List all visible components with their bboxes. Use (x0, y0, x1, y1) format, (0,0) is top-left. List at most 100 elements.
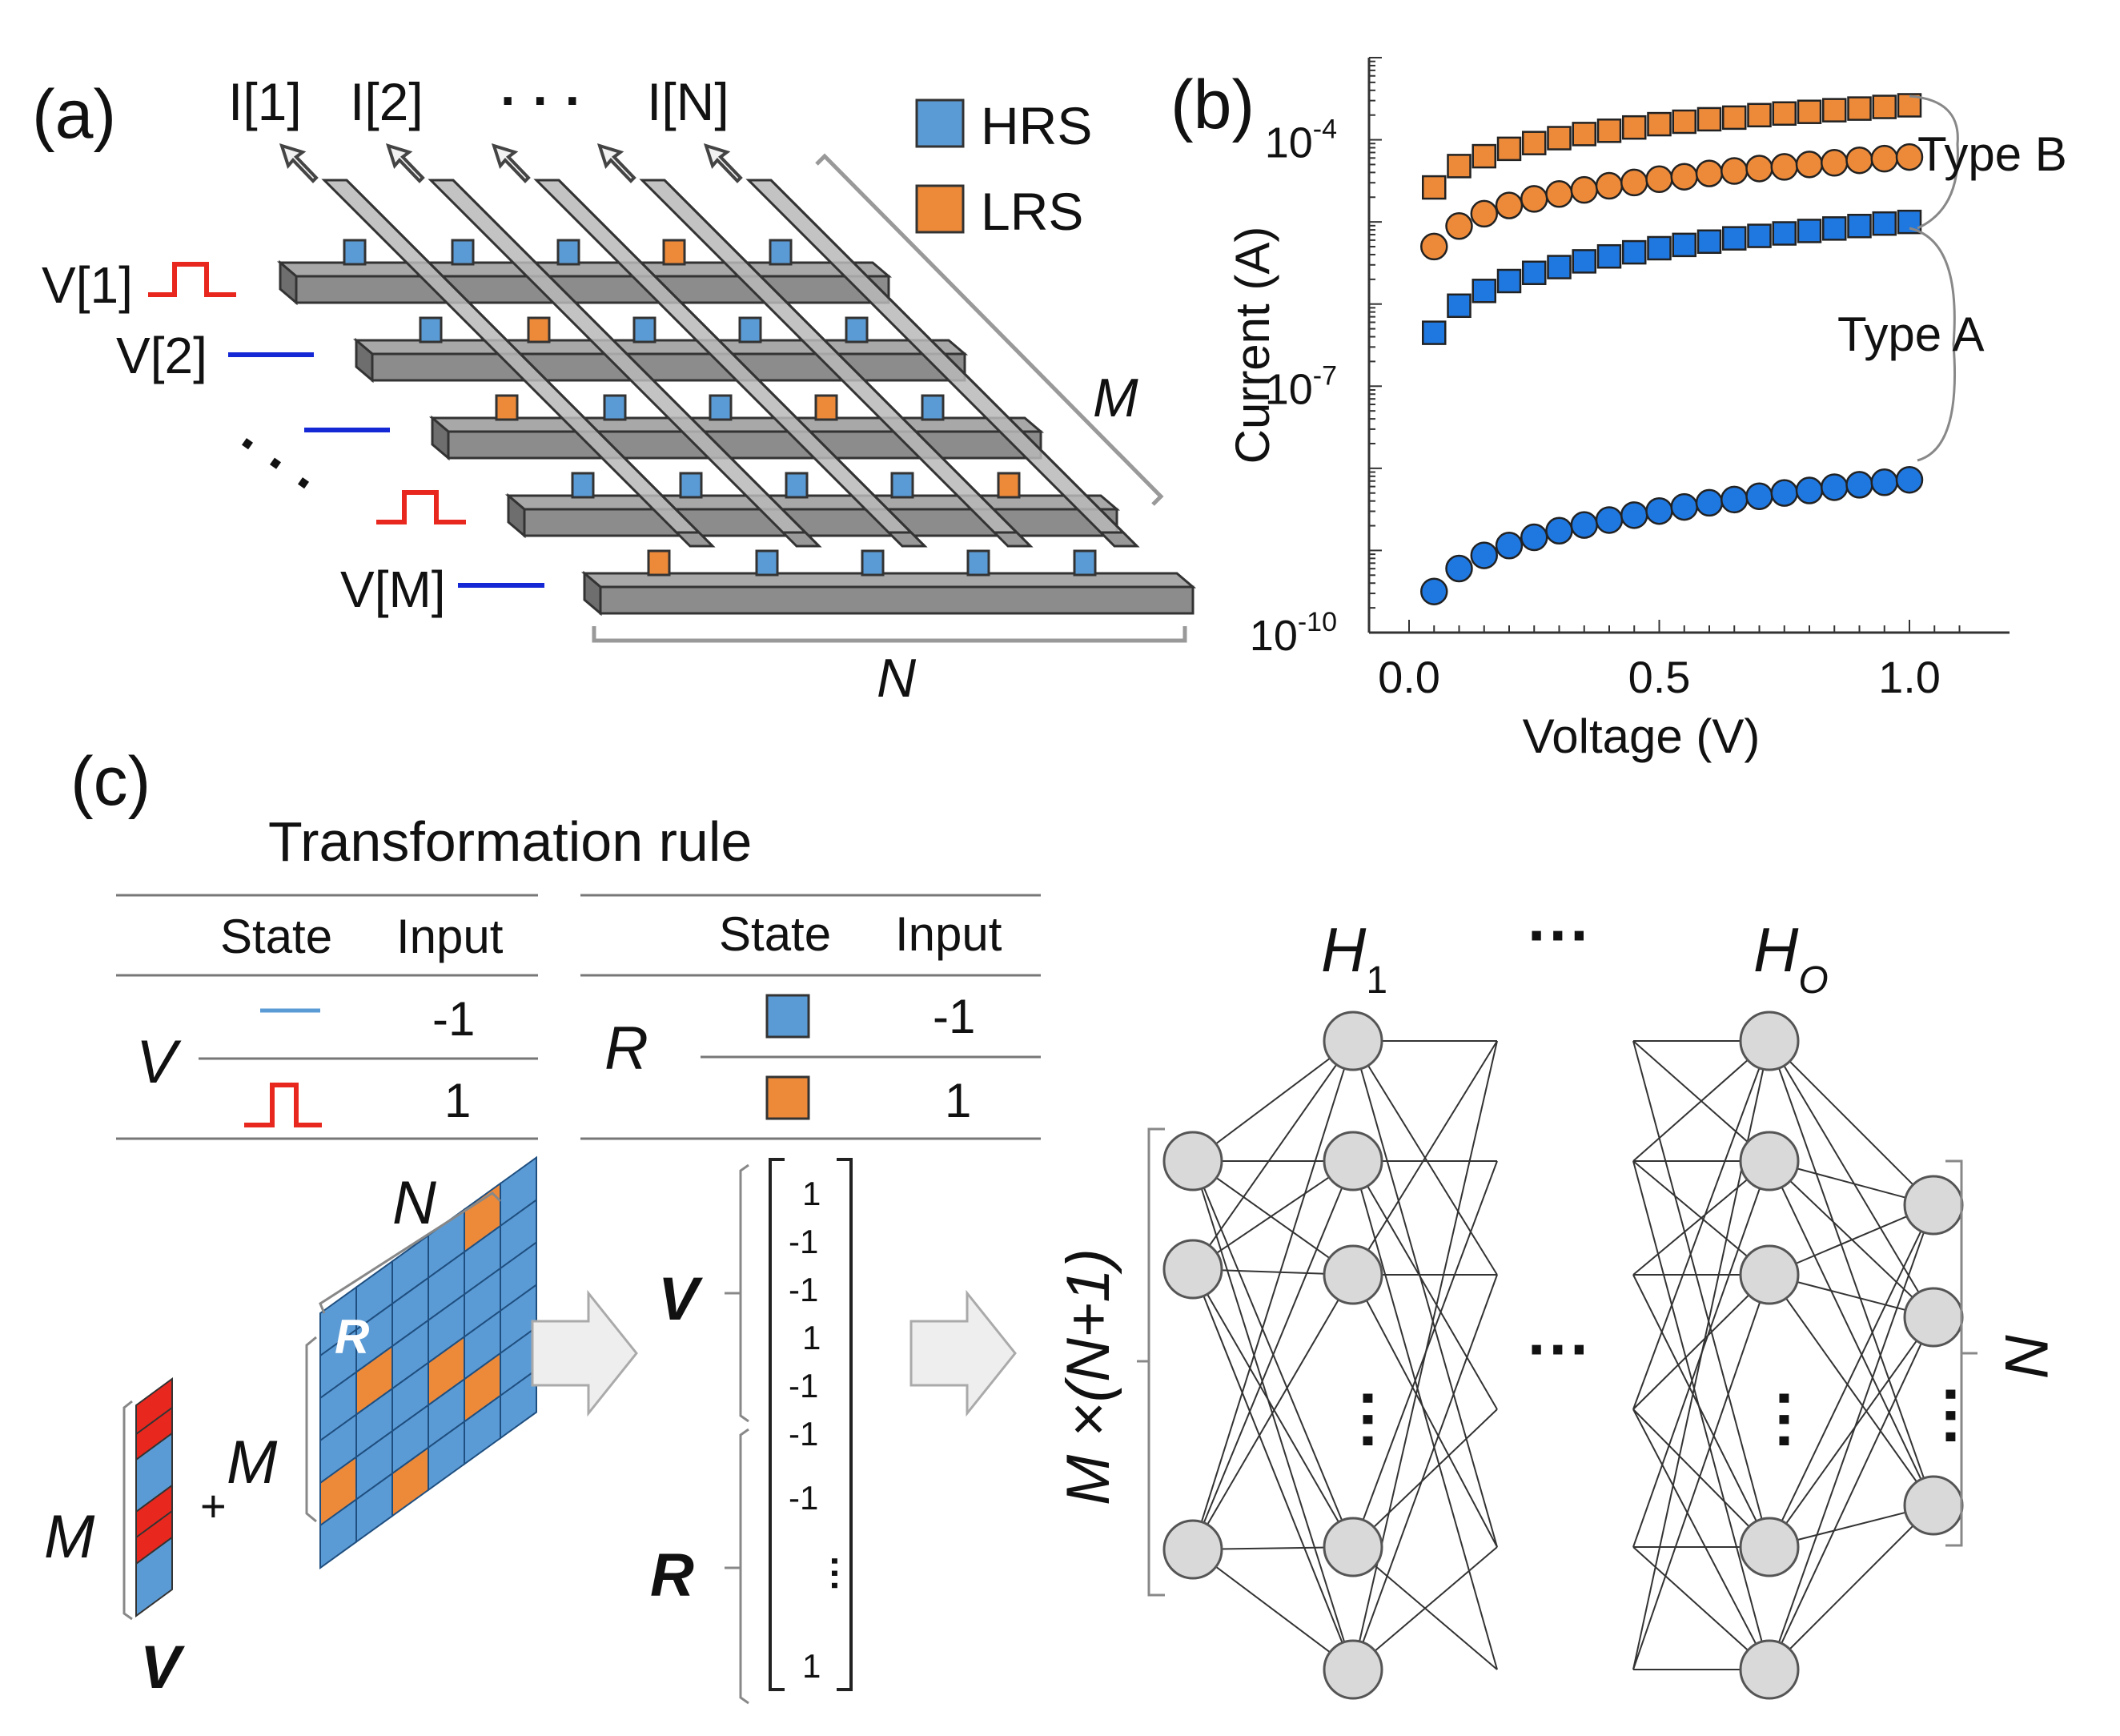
type-b-label: Type B (1917, 127, 2067, 181)
n-dimension-label: N (877, 648, 917, 709)
panel-c: (c) Transformation rule State Input V -1… (44, 743, 2060, 1705)
nn-edge (1192, 1274, 1354, 1550)
table-v-header-state: State (220, 910, 332, 963)
nn-input-bracket (1137, 1127, 1165, 1597)
data-point (1897, 209, 1922, 235)
data-point (1745, 155, 1773, 183)
transform-arrow-1 (531, 1289, 638, 1417)
r-cell-hrs (500, 1368, 537, 1440)
data-point (1472, 143, 1496, 169)
vector-r-label: R (650, 1541, 694, 1609)
nn-edge (1769, 1040, 1934, 1318)
data-point (1845, 471, 1873, 499)
ho-subscript: O (1798, 959, 1828, 1002)
data-point (1895, 465, 1924, 494)
cell-hrs (451, 239, 475, 266)
data-point (1570, 511, 1598, 539)
input-label-v1: V[1] (42, 256, 133, 314)
r-matrix-n-bracket (319, 1191, 502, 1314)
panel-c-label: (c) (70, 743, 151, 820)
data-point (1795, 476, 1824, 504)
ho-vertical-ellipsis: ··· (1749, 1389, 1821, 1453)
data-point (1445, 212, 1473, 240)
data-point (1420, 232, 1448, 261)
data-point (1547, 126, 1572, 151)
data-point (1696, 106, 1722, 132)
output-arrow-3 (491, 143, 531, 183)
hidden-layer-1-label: H1 (1321, 914, 1387, 1002)
nn-edge (1352, 1040, 1498, 1548)
data-point (1595, 506, 1624, 534)
nn-edge (1192, 1160, 1354, 1550)
ho-base: H (1753, 914, 1799, 985)
y-tick-base: 10 (1265, 365, 1313, 413)
column-bar-1 (321, 179, 716, 548)
data-point (1547, 255, 1572, 279)
nn-edge (1192, 1268, 1354, 1670)
data-point (1622, 115, 1647, 140)
data-point (1545, 180, 1573, 208)
nn-edge (1352, 1160, 1498, 1410)
data-point (1770, 153, 1798, 181)
cell-hrs (845, 316, 869, 344)
data-point (1645, 496, 1673, 525)
input-label-vm: V[M] (340, 561, 446, 618)
series-2 (1422, 209, 1922, 345)
cell-hrs (785, 472, 809, 499)
x-tick-label: 0.0 (1378, 652, 1440, 702)
x-axis-label: Voltage (V) (1523, 709, 1761, 763)
data-point (1496, 268, 1522, 294)
data-point (1672, 109, 1696, 135)
nn-edge (1192, 1040, 1354, 1270)
data-point (1470, 541, 1498, 569)
type-a-bracket (1909, 227, 1957, 462)
series-3 (1420, 465, 1924, 605)
data-point (1570, 175, 1598, 204)
cell-hrs (890, 472, 914, 499)
h1-vertical-ellipsis: ··· (1333, 1389, 1404, 1453)
y-tick-exponent: -4 (1313, 115, 1337, 145)
data-point (1795, 151, 1824, 179)
data-point (1596, 119, 1622, 143)
data-point (1495, 532, 1524, 560)
data-point (1670, 492, 1698, 521)
nn-edge (1192, 1268, 1354, 1548)
output-node (1903, 1475, 1964, 1536)
legend-hrs-swatch (915, 98, 965, 148)
h1-base: H (1321, 914, 1367, 985)
nn-edge (1352, 1040, 1498, 1670)
r-matrix-n-label: N (392, 1169, 436, 1237)
input-label-v2: V[2] (116, 327, 207, 384)
table-r-input-row2: 1 (945, 1074, 971, 1127)
vector-value: -1 (789, 1479, 818, 1517)
nn-edge (1769, 1204, 1934, 1548)
cell-lrs (647, 549, 671, 577)
y-tick-label: 10-10 (1250, 607, 1337, 660)
data-point (1447, 293, 1472, 319)
data-point (1647, 111, 1672, 137)
hidden-ellipsis-top: ··· (1528, 899, 1592, 970)
transform-arrow-2 (909, 1289, 1017, 1417)
row-bar-3 (428, 415, 1045, 461)
data-point (1822, 98, 1847, 123)
hidden-node-ho (1739, 1131, 1800, 1191)
vector-right-bracket (837, 1158, 853, 1691)
nn-edge (1352, 1274, 1498, 1670)
data-point (1572, 122, 1596, 147)
data-point (1572, 249, 1596, 274)
n-dimension-bracket (592, 626, 1187, 643)
cell-hrs (632, 316, 656, 344)
output-arrow-2 (385, 143, 425, 183)
data-point (1872, 211, 1897, 236)
cell-lrs (495, 394, 519, 421)
cell-hrs (921, 394, 945, 421)
type-b-bracket (1909, 94, 1959, 230)
hidden-node-h1 (1323, 1131, 1383, 1191)
cell-hrs (556, 239, 580, 266)
table-r-input-row1: -1 (933, 990, 975, 1043)
vector-v-label: V (658, 1265, 703, 1333)
data-point (1420, 577, 1448, 605)
data-point (1797, 99, 1822, 124)
data-point (1772, 221, 1797, 246)
data-point (1695, 159, 1724, 187)
